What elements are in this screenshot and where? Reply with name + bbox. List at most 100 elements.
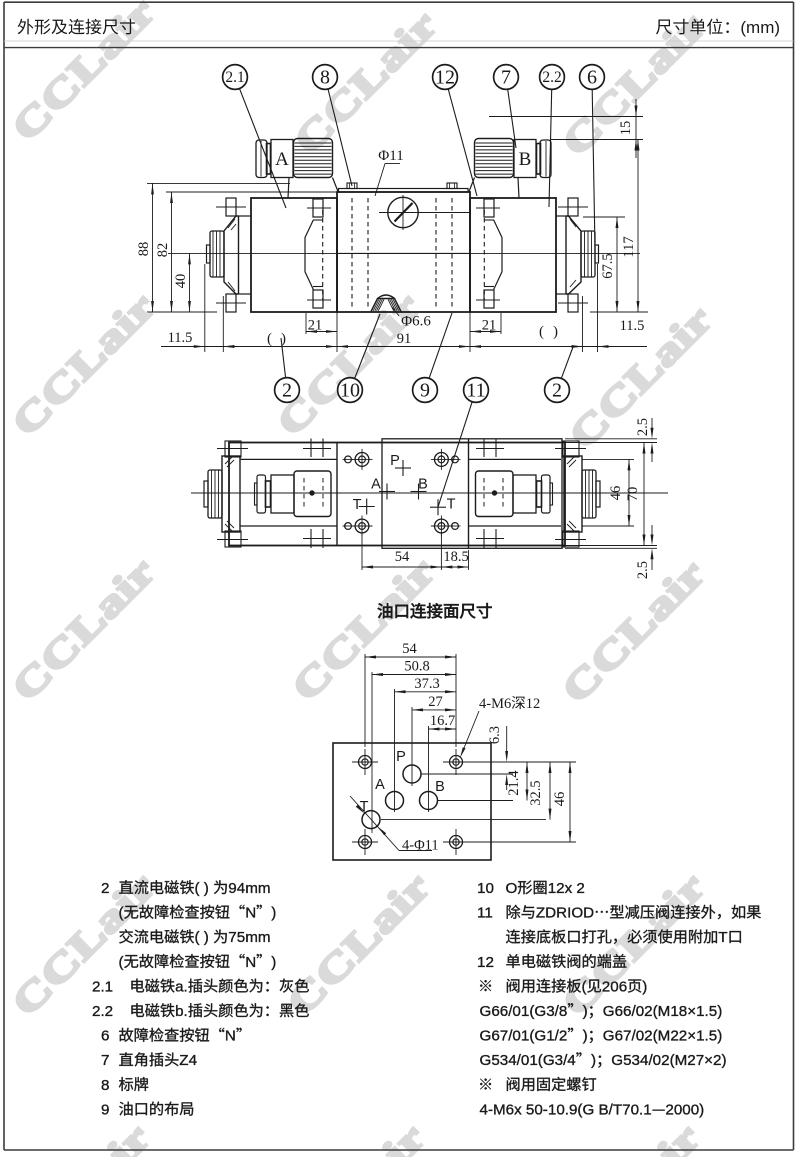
svg-text:T: T [353,497,362,513]
svg-text:4-Φ11: 4-Φ11 [402,838,439,854]
svg-text:12: 12 [435,67,455,89]
svg-text:): ) [642,978,647,995]
svg-text:2.5: 2.5 [635,418,651,436]
svg-text:(: ( [539,324,544,340]
svg-text:O: O [506,880,518,897]
svg-text:A: A [371,477,381,493]
svg-text:): ) [271,905,276,922]
svg-text:2.2: 2.2 [92,1003,113,1020]
svg-text:N: N [245,905,256,922]
svg-text:P: P [390,453,400,469]
svg-text:T: T [447,497,456,513]
svg-text:(: ( [267,331,272,347]
svg-text:): ) [553,324,558,340]
svg-text:9: 9 [101,1101,109,1118]
svg-text:N: N [245,954,256,971]
svg-text:75mm: 75mm [228,929,270,946]
svg-text:a.: a. [175,978,188,995]
svg-text:10: 10 [340,380,360,402]
svg-text:82: 82 [155,243,171,258]
svg-text:15: 15 [618,121,634,136]
svg-text:b.: b. [175,1003,188,1020]
svg-text:37.3: 37.3 [414,676,439,692]
svg-text:21.4: 21.4 [506,770,522,796]
svg-text:2000): 2000) [665,1101,704,1118]
svg-text:B: B [519,149,532,170]
svg-text:117: 117 [621,236,637,257]
svg-text:32.5: 32.5 [528,780,544,805]
svg-text:54: 54 [395,549,410,565]
svg-text:11: 11 [477,905,493,922]
svg-text:7: 7 [501,67,511,89]
svg-text:A: A [375,777,385,793]
svg-text:2.5: 2.5 [635,561,651,579]
svg-text:40: 40 [173,274,189,289]
svg-text:6.3: 6.3 [487,726,503,744]
svg-text:12: 12 [526,696,541,712]
svg-text:Z4: Z4 [179,1052,197,1069]
svg-text:4-M6: 4-M6 [479,696,511,712]
svg-text:): ) [583,1028,588,1045]
svg-text:2: 2 [101,880,109,897]
svg-text:27: 27 [428,694,443,710]
svg-text:46: 46 [608,486,624,501]
svg-text:2.2: 2.2 [542,69,561,86]
svg-text:): ) [271,954,276,971]
svg-text:16.7: 16.7 [430,713,455,729]
svg-text:G534/02(M27×2): G534/02(M27×2) [611,1052,726,1069]
svg-text:(: ( [119,954,124,971]
svg-text:(: ( [582,978,587,995]
svg-text:(mm): (mm) [740,18,780,37]
svg-text:94mm: 94mm [228,880,270,897]
svg-text:6: 6 [587,67,597,89]
svg-text:21: 21 [308,318,323,334]
svg-text:6: 6 [101,1028,109,1045]
svg-text:67.5: 67.5 [600,253,616,278]
svg-text:ZDRIOD: ZDRIOD [536,905,594,922]
svg-text:Φ11: Φ11 [378,148,403,164]
svg-text:12x 2: 12x 2 [548,880,585,897]
svg-text:11.5: 11.5 [168,330,193,346]
svg-text:54: 54 [402,641,417,657]
svg-text:): ) [591,1052,596,1069]
svg-text:A: A [275,149,289,170]
svg-text:2: 2 [552,380,562,402]
svg-text:B: B [418,477,428,493]
svg-text:G66/02(M18×1.5): G66/02(M18×1.5) [603,1003,722,1020]
svg-text:46: 46 [552,792,568,807]
svg-text:7: 7 [101,1052,109,1069]
svg-text:50.8: 50.8 [404,659,429,675]
svg-text:2.1: 2.1 [92,978,113,995]
svg-text:T: T [718,929,727,946]
svg-text:11: 11 [466,380,485,402]
svg-text:): ) [281,331,286,347]
svg-text:Φ6.6: Φ6.6 [401,314,431,330]
svg-text:P: P [396,749,406,765]
svg-text:G67/01(G1/2: G67/01(G1/2 [480,1028,568,1045]
svg-text:11.5: 11.5 [620,318,645,334]
svg-text:G534/01(G3/4: G534/01(G3/4 [480,1052,576,1069]
svg-text:8: 8 [320,67,330,89]
svg-text:2.1: 2.1 [225,69,244,86]
svg-text:): ) [583,1003,588,1020]
svg-text:G67/02(M22×1.5): G67/02(M22×1.5) [603,1028,722,1045]
svg-text:8: 8 [101,1077,109,1094]
svg-text:(: ( [119,905,124,922]
svg-text:( ): ( ) [195,880,209,897]
svg-text:206: 206 [602,978,627,995]
svg-text:18.5: 18.5 [443,549,468,565]
svg-text:G66/01(G3/8: G66/01(G3/8 [480,1003,568,1020]
svg-text:88: 88 [136,242,152,257]
svg-text:T: T [360,799,369,815]
svg-text:N: N [225,1028,236,1045]
svg-text:91: 91 [397,331,412,347]
svg-text:21: 21 [482,318,497,334]
svg-text:12: 12 [477,954,494,971]
svg-text:( ): ( ) [195,929,209,946]
svg-text:9: 9 [420,380,430,402]
svg-text:10: 10 [477,880,494,897]
svg-text:4-M6x 50-10.9(G B/T70.1: 4-M6x 50-10.9(G B/T70.1 [480,1101,652,1118]
svg-text:70: 70 [625,487,641,502]
svg-text:B: B [435,779,445,795]
svg-text:2: 2 [282,380,292,402]
